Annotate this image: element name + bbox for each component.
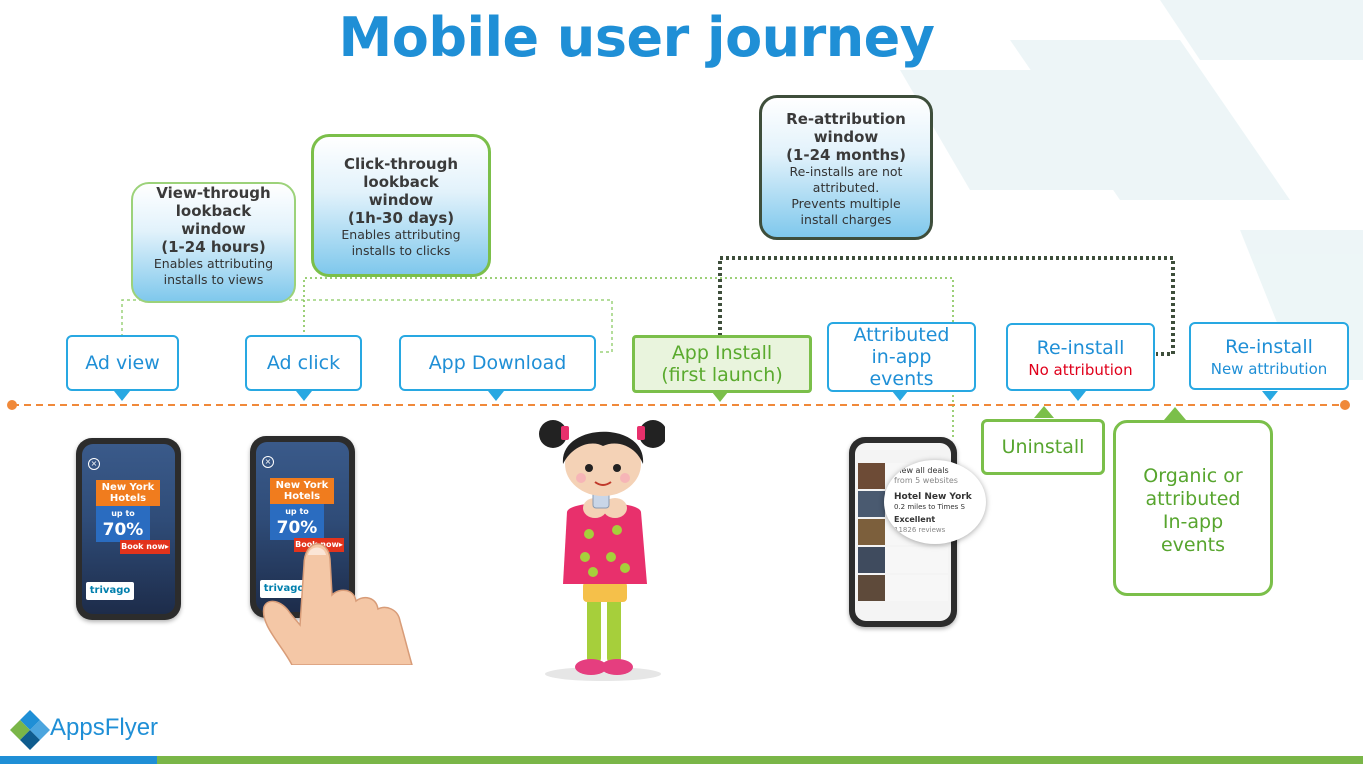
ad-discount-value: 70%: [102, 520, 144, 540]
click-through-heading-2: lookback: [363, 173, 439, 191]
stage-ad-click: Ad click: [245, 335, 362, 391]
ad-hotel-badge: New York Hotels: [96, 480, 160, 506]
stage-ad-view: Ad view: [66, 335, 179, 391]
app-deals-text: View all deals: [894, 466, 949, 475]
ad-view-phone-screen: × New York Hotels up to 70% Book now▸ tr…: [82, 444, 175, 614]
view-through-heading-3: window: [181, 220, 246, 238]
view-through-heading-2: lookback: [175, 202, 252, 220]
footer-bar-accent: [0, 756, 157, 764]
re-attribution-desc-1: Re-installs are not: [789, 164, 903, 179]
app-deal-magnifier: View all deals from 5 websites Hotel New…: [884, 460, 986, 544]
stage-reinstall-new-label: Re-install: [1225, 336, 1313, 358]
stage-ad-view-label: Ad view: [85, 352, 160, 374]
ad-view-phone: × New York Hotels up to 70% Book now▸ tr…: [76, 438, 181, 620]
event-organic-label-4: events: [1160, 534, 1225, 556]
close-icon-2: ×: [262, 456, 274, 468]
click-through-heading-1: Click-through: [343, 155, 459, 173]
stage-app-install-label-2: (first launch): [661, 364, 783, 386]
ad-cta-button: Book now▸: [120, 540, 170, 554]
event-uninstall: Uninstall: [981, 419, 1105, 475]
app-rating: Excellent: [894, 515, 936, 524]
click-through-desc-2: installs to clicks: [351, 243, 451, 258]
page-title: Mobile user journey: [338, 6, 935, 69]
app-hotel-name: Hotel New York: [894, 492, 972, 502]
stage-app-install-label-1: App Install: [671, 342, 773, 364]
re-attribution-window: Re-attribution window (1-24 months) Re-i…: [759, 95, 933, 240]
view-through-window: View-through lookback window (1-24 hours…: [131, 182, 296, 303]
appsflyer-logo-text: AppsFlyer: [50, 714, 159, 741]
app-from-text: from 5 websites: [894, 476, 958, 485]
event-uninstall-label: Uninstall: [1001, 436, 1085, 458]
re-attribution-heading-3: (1-24 months): [786, 146, 906, 164]
stage-attributed-events-label-2: in-app: [871, 346, 932, 368]
view-through-desc-2: installs to views: [163, 272, 264, 287]
ad-cta-label: Book now▸: [121, 542, 169, 551]
click-through-window: Click-through lookback window (1h-30 day…: [311, 134, 491, 277]
trivago-logo-text: trivago: [89, 585, 131, 596]
ad-click-discount-value: 70%: [276, 518, 318, 538]
view-through-desc-1: Enables attributing: [153, 256, 274, 271]
stage-reinstall-no-attribution: Re-install No attribution: [1006, 323, 1155, 391]
view-through-heading-1: View-through: [156, 184, 271, 202]
trivago-logo: trivago: [86, 582, 134, 600]
stage-attributed-events: Attributed in-app events: [827, 322, 976, 392]
re-attribution-desc-3: Prevents multiple: [791, 196, 901, 211]
re-attribution-desc-4: install charges: [800, 212, 892, 227]
click-through-heading-4: (1h-30 days): [347, 209, 455, 227]
click-through-heading-3: window: [368, 191, 434, 209]
ad-click-hotel-badge: New York Hotels: [270, 478, 334, 504]
app-distance: 0.2 miles to Times S: [894, 503, 965, 511]
ad-hotel-line1: New York: [101, 482, 155, 493]
ad-click-up-to: up to: [285, 507, 309, 516]
app-reviews: 11826 reviews: [894, 526, 946, 534]
ad-discount: up to 70%: [96, 506, 150, 542]
trivago-logo-2-text: trivago: [263, 583, 305, 594]
view-through-heading-4: (1-24 hours): [161, 238, 266, 256]
event-organic-label-2: attributed: [1145, 488, 1241, 510]
event-organic-attributed: Organic or attributed In-app events: [1113, 420, 1273, 596]
stage-attributed-events-label-1: Attributed: [853, 324, 950, 346]
event-organic-label-3: In-app: [1162, 511, 1224, 533]
ad-click-hotel-line1: New York: [275, 480, 329, 491]
event-organic-label-1: Organic or: [1143, 465, 1243, 487]
stage-app-install: App Install (first launch): [632, 335, 812, 393]
stage-app-download-label: App Download: [428, 352, 567, 374]
ad-click-discount: up to 70%: [270, 504, 324, 540]
appsflyer-logo-icon: [10, 710, 50, 750]
click-through-desc-1: Enables attributing: [341, 227, 461, 242]
close-icon: ×: [88, 458, 100, 470]
ad-hotel-line2: Hotels: [109, 493, 147, 504]
stage-reinstall-new-attribution: Re-install New attribution: [1189, 322, 1349, 390]
stage-ad-click-label: Ad click: [266, 352, 341, 374]
footer-bar: [0, 756, 1363, 764]
re-attribution-heading-2: window: [813, 128, 879, 146]
stage-app-download: App Download: [399, 335, 596, 391]
re-attribution-heading-1: Re-attribution: [786, 110, 906, 128]
stage-reinstall-no-sub: No attribution: [1028, 361, 1133, 379]
stage-reinstall-no-label: Re-install: [1036, 337, 1125, 359]
ad-click-hotel-line2: Hotels: [283, 491, 321, 502]
user-girl-illustration: [539, 420, 665, 681]
tapping-hand-illustration: [262, 543, 413, 665]
stage-reinstall-new-sub: New attribution: [1210, 360, 1328, 378]
re-attribution-desc-2: attributed.: [812, 180, 880, 195]
stage-attributed-events-label-3: events: [869, 368, 934, 390]
trivago-logo-2: trivago: [260, 580, 308, 598]
ad-up-to: up to: [111, 509, 135, 518]
